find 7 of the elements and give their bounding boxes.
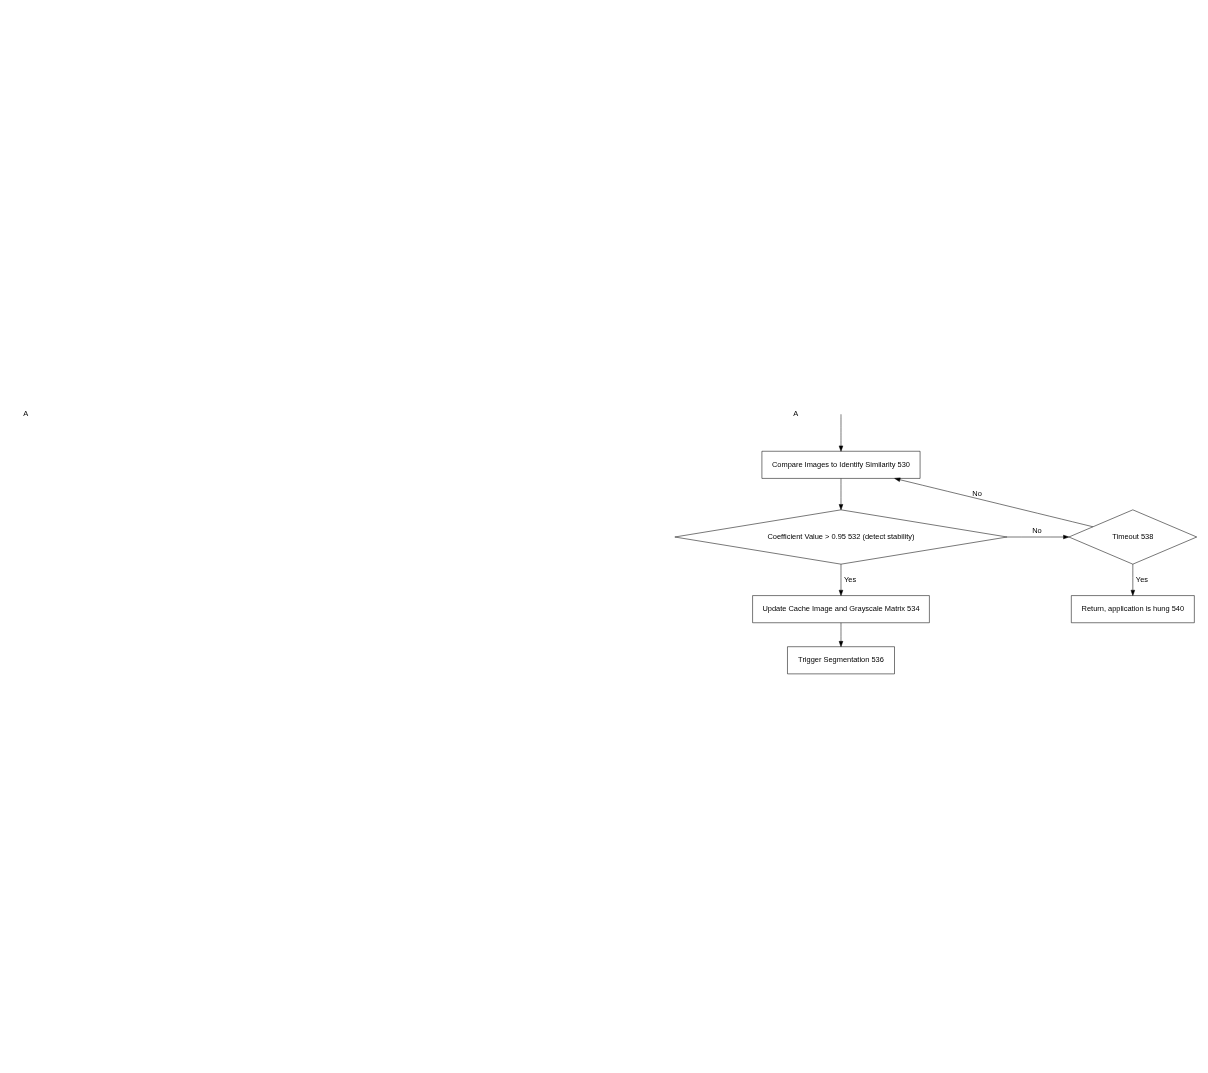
arrow	[1130, 563, 1135, 596]
arrow	[838, 622, 844, 647]
arrow	[838, 413, 844, 451]
arrow	[838, 563, 844, 596]
arrow	[838, 477, 844, 510]
arrow	[1006, 534, 1070, 539]
arrow	[894, 477, 1094, 527]
